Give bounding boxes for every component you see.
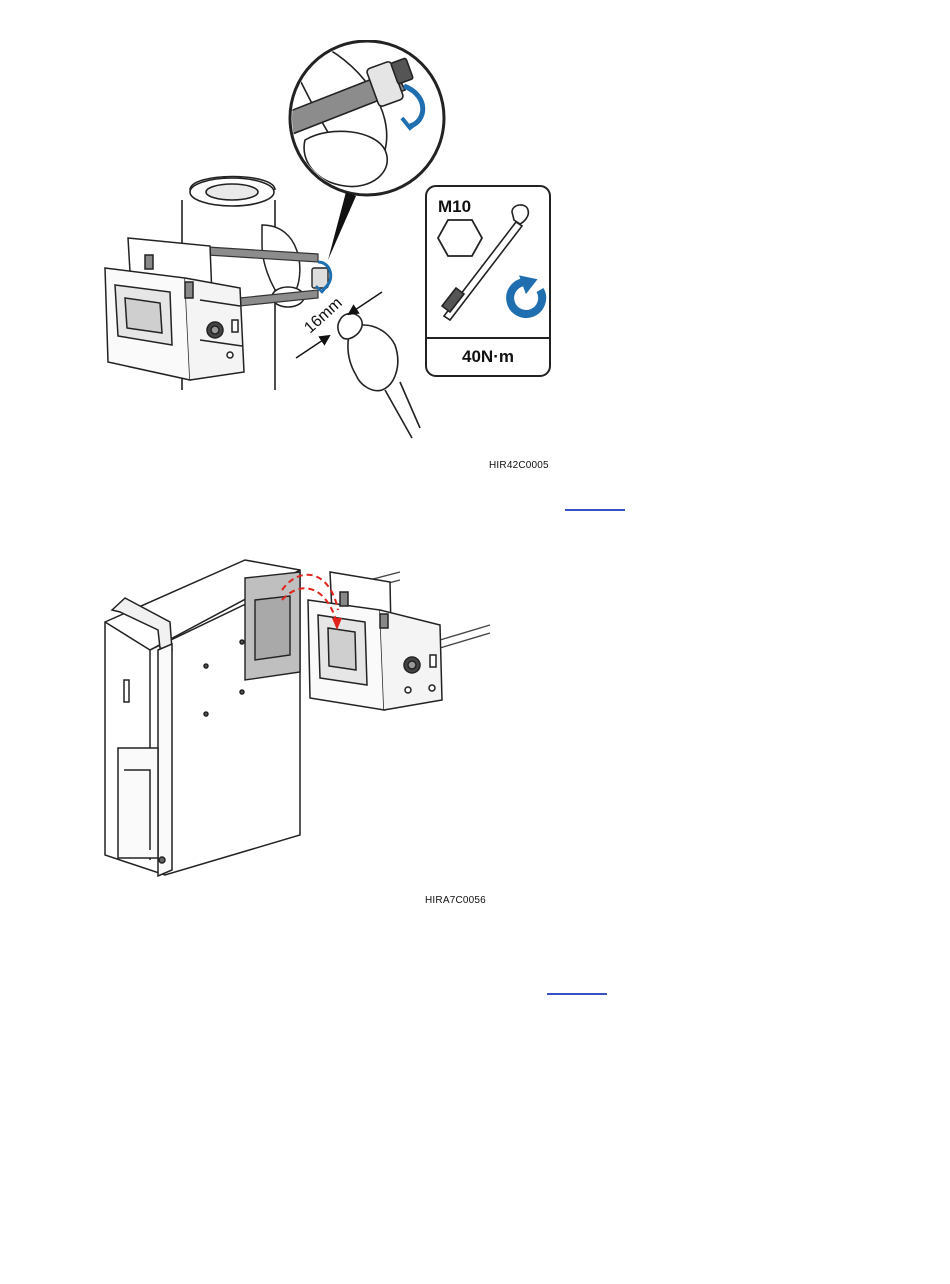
m10-nut — [312, 268, 328, 288]
pole-mount-bracket — [308, 572, 442, 710]
hyperlink-underline-1[interactable] — [565, 509, 625, 511]
hyperlink-underline-2[interactable] — [547, 993, 607, 995]
mounting-bracket — [105, 238, 244, 380]
open-end-wrench-with-hand — [338, 313, 420, 438]
figure-1-code: HIR42C0005 — [489, 460, 549, 471]
magnified-detail-inset — [280, 40, 444, 260]
tool-spec-callout: M10 40N·m — [426, 186, 550, 376]
hex-nut-icon — [438, 220, 482, 256]
figure-2-code: HIRA7C0056 — [425, 895, 486, 906]
figure-2-module-install-illustration — [95, 555, 500, 890]
module-mounting-plate — [245, 572, 300, 680]
bolt-size-label: M10 — [438, 197, 471, 216]
figure-1-pole-mount-illustration: 16mm M10 40N·m — [90, 40, 560, 450]
torque-value-label: 40N·m — [462, 347, 514, 366]
